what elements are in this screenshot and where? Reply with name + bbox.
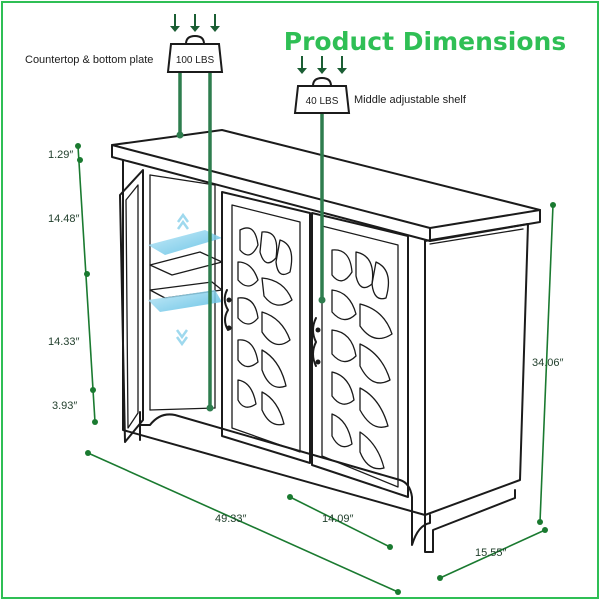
- dimension-door-width: 14.09″: [322, 513, 354, 525]
- weight-label-countertop: 100 LBS: [176, 55, 215, 66]
- weight-icon: [293, 76, 351, 114]
- dimension-left-vertical: [75, 143, 98, 425]
- caption-middle-shelf: Middle adjustable shelf: [354, 94, 467, 106]
- countertop-front-edge: [111, 144, 431, 242]
- arrow-down-icon: [297, 56, 347, 74]
- dimension-overall-width-line: [85, 450, 401, 595]
- base-plinth: [139, 411, 431, 546]
- compartment-floor: [149, 407, 216, 411]
- dimension-top-thickness: 1.29″: [48, 149, 73, 161]
- shelf-highlight-lower: [148, 290, 222, 312]
- chevron-down-icon: [175, 329, 189, 347]
- side-top-line: [429, 228, 524, 245]
- page-title: Product Dimensions: [284, 27, 566, 56]
- center-door-carving: [237, 227, 293, 426]
- caption-countertop: Countertop & bottom plate: [25, 54, 153, 66]
- dimension-overall-height: 34.06″: [532, 357, 564, 369]
- weight-label-middle-shelf: 40 LBS: [306, 96, 339, 107]
- load-point-bottom-plate: [206, 404, 214, 412]
- open-door-inner: [125, 184, 139, 429]
- chevron-up-icon: [176, 212, 190, 230]
- dimension-overall-width: 49.33″: [215, 513, 247, 525]
- load-indicator-countertop: 100 LBS Countertop & bottom plate: [25, 14, 224, 412]
- weight-icon: [166, 34, 224, 73]
- center-door-inner: [231, 204, 301, 453]
- dimension-right-vertical: [537, 202, 556, 525]
- base-right-leg: [424, 489, 516, 553]
- dimension-base-height: 3.93″: [52, 400, 77, 412]
- dimension-depth: 15.55″: [475, 547, 507, 559]
- load-point-middle-shelf: [318, 296, 326, 304]
- right-door-handle: [312, 317, 321, 367]
- dimension-depth-line: [437, 527, 548, 581]
- dimension-door-width-line: [287, 494, 393, 550]
- cabinet-side: [424, 223, 529, 516]
- dimension-upper-shelf-gap: 14.48″: [48, 213, 80, 225]
- shelf-highlight-upper: [148, 230, 222, 255]
- dimension-lower-shelf-gap: 14.33″: [48, 336, 80, 348]
- center-door: [221, 191, 311, 464]
- right-door: [311, 212, 409, 498]
- cabinet-illustration: [111, 129, 541, 553]
- right-door-inner: [321, 225, 399, 488]
- open-door: [119, 169, 144, 443]
- arrow-down-icon: [170, 14, 220, 32]
- compartment-back-edge: [149, 174, 216, 409]
- cabinet-front: [122, 159, 426, 516]
- load-point-countertop: [176, 131, 184, 139]
- load-indicator-middle-shelf: 40 LBS Middle adjustable shelf: [293, 56, 467, 304]
- center-door-handle: [223, 289, 232, 331]
- right-door-carving: [331, 249, 393, 470]
